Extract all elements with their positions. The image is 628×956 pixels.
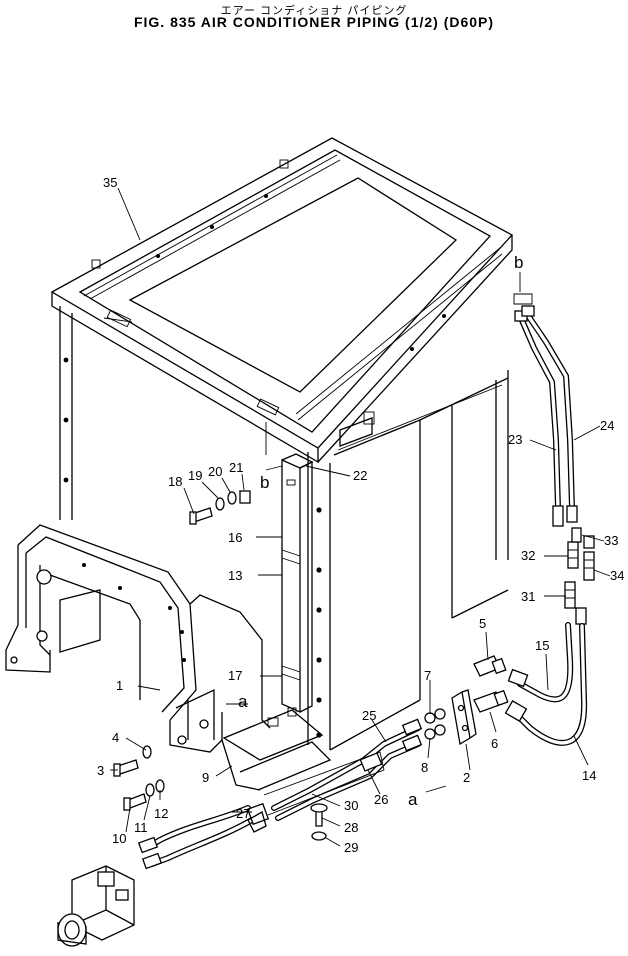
callout-29: 29 bbox=[344, 840, 358, 855]
callout-35: 35 bbox=[103, 175, 117, 190]
floor-frame bbox=[5, 524, 332, 791]
ref-a-left: a bbox=[238, 692, 248, 711]
callout-4: 4 bbox=[112, 730, 119, 745]
callout-11: 11 bbox=[134, 820, 148, 835]
callout-20: 20 bbox=[208, 464, 222, 479]
fittings-31-34 bbox=[564, 527, 595, 625]
callout-31: 31 bbox=[521, 589, 535, 604]
callout-21: 21 bbox=[229, 460, 243, 475]
callout-24: 24 bbox=[600, 418, 614, 433]
callout-32: 32 bbox=[521, 548, 535, 563]
callout-22: 22 bbox=[353, 468, 367, 483]
leader-lines bbox=[110, 187, 611, 847]
duct-panels bbox=[281, 453, 314, 714]
callout-28: 28 bbox=[344, 820, 358, 835]
ref-b-duct: b bbox=[260, 473, 269, 492]
ref-b-top: b bbox=[514, 253, 523, 272]
callout-18: 18 bbox=[168, 474, 182, 489]
callout-5: 5 bbox=[479, 616, 486, 631]
ref-a-bottom: a bbox=[408, 790, 418, 809]
callout-10: 10 bbox=[112, 831, 126, 846]
callout-9: 9 bbox=[202, 770, 209, 785]
callout-8: 8 bbox=[421, 760, 428, 775]
callout-25: 25 bbox=[362, 708, 376, 723]
callout-30: 30 bbox=[344, 798, 358, 813]
callout-7: 7 bbox=[424, 668, 431, 683]
figure-title: FIG. 835 AIR CONDITIONER PIPING (1/2) (D… bbox=[133, 14, 495, 30]
callout-34: 34 bbox=[610, 568, 624, 583]
callout-1: 1 bbox=[116, 678, 123, 693]
figure-subtitle: エアー コンディショナ パイピング bbox=[220, 5, 408, 17]
callout-13: 13 bbox=[228, 568, 242, 583]
hardware bbox=[113, 490, 328, 841]
callout-27: 27 bbox=[236, 806, 250, 821]
cab-roof bbox=[50, 137, 514, 464]
callout-6: 6 bbox=[491, 736, 498, 751]
callout-14: 14 bbox=[582, 768, 596, 783]
callout-26: 26 bbox=[374, 792, 388, 807]
callout-16: 16 bbox=[228, 530, 242, 545]
cab-frame bbox=[59, 306, 509, 751]
callout-15: 15 bbox=[535, 638, 549, 653]
pipes-23-24 bbox=[513, 293, 578, 527]
callout-33: 33 bbox=[604, 533, 618, 548]
callout-19: 19 bbox=[188, 468, 202, 483]
callout-23: 23 bbox=[508, 432, 522, 447]
reference-letters: b b a a bbox=[238, 253, 523, 809]
callout-3: 3 bbox=[97, 763, 104, 778]
callout-labels: 35 1 2 3 4 5 6 7 8 9 10 11 12 13 14 15 1… bbox=[97, 175, 624, 855]
hoses-14-15 bbox=[504, 622, 588, 746]
callout-2: 2 bbox=[463, 770, 470, 785]
compressor bbox=[57, 865, 135, 947]
callout-17: 17 bbox=[228, 668, 242, 683]
callout-12: 12 bbox=[154, 806, 168, 821]
